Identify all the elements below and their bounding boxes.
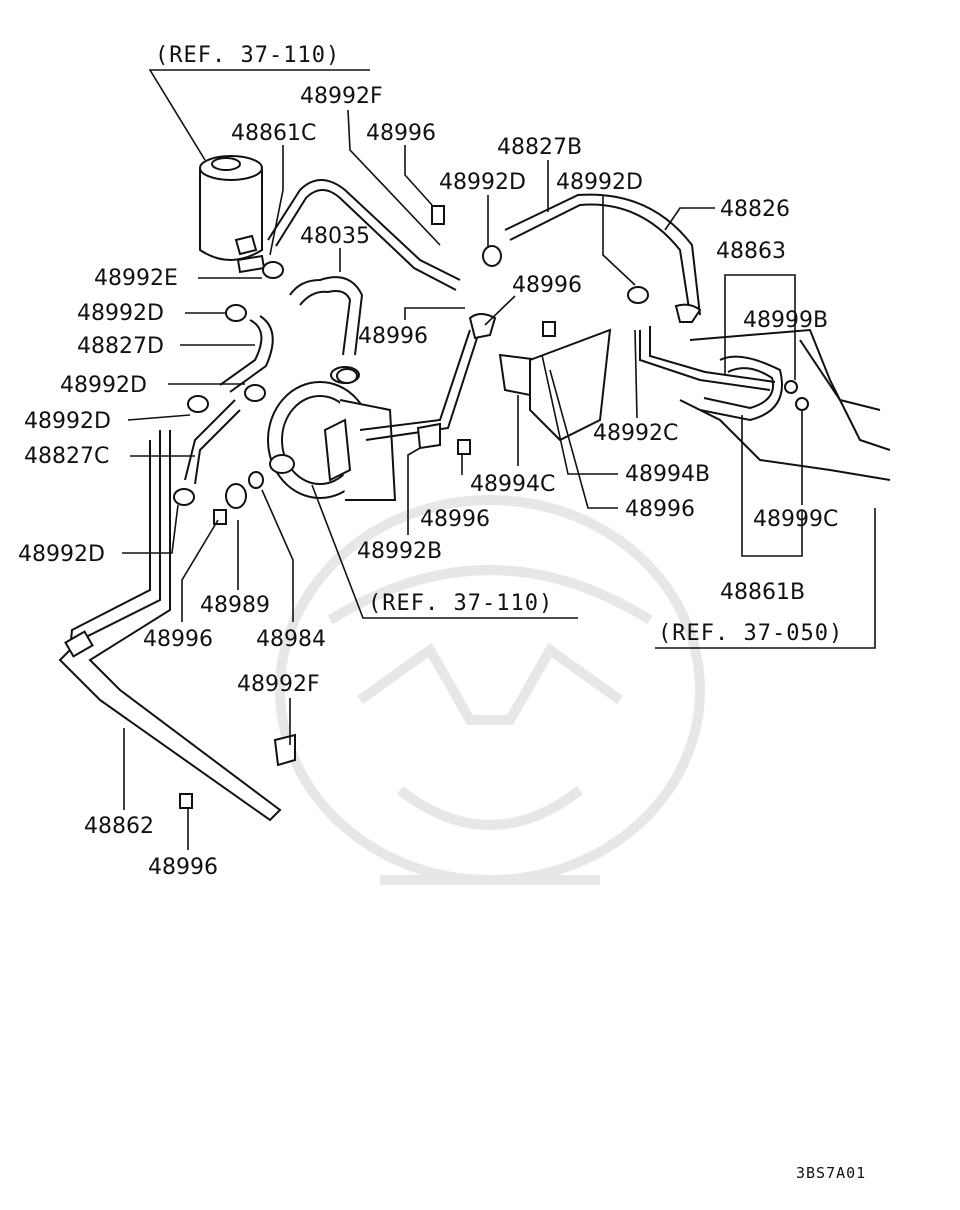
- part-label-48992d-a: 48992D: [439, 170, 526, 195]
- part-label-48999b: 48999B: [743, 308, 828, 333]
- part-label-48861b: 48861B: [720, 580, 805, 605]
- part-label-48862: 48862: [84, 814, 154, 839]
- part-label-48996-e: 48996: [143, 627, 213, 652]
- part-label-48863: 48863: [716, 239, 786, 264]
- part-label-48992f-top: 48992F: [300, 84, 383, 109]
- part-label-48992e: 48992E: [94, 266, 178, 291]
- power-steering-pump: [267, 366, 397, 501]
- part-label-48992f-bot: 48992F: [237, 672, 320, 697]
- part-label-48826: 48826: [720, 197, 790, 222]
- part-label-48996-b: 48996: [358, 324, 428, 349]
- part-label-48992d-c: 48992D: [77, 301, 164, 326]
- part-label-48992d-e: 48992D: [24, 409, 111, 434]
- part-label-48992c: 48992C: [593, 421, 678, 446]
- part-label-48996-mid: 48996: [512, 273, 582, 298]
- part-label-48992d-d: 48992D: [60, 373, 147, 398]
- leader-lines: [122, 69, 876, 850]
- part-label-48996-top: 48996: [366, 121, 436, 146]
- part-label-48996-d: 48996: [420, 507, 490, 532]
- part-label-48989: 48989: [200, 593, 270, 618]
- part-label-48999c: 48999C: [753, 507, 838, 532]
- steering-rack-body: [679, 328, 891, 481]
- clamps: [173, 205, 809, 809]
- hose-lines: [184, 179, 783, 485]
- part-label-48996-bot: 48996: [148, 855, 218, 880]
- part-label-48992b: 48992B: [357, 539, 442, 564]
- return-pipe: [58, 430, 282, 822]
- part-label-48984: 48984: [256, 627, 326, 652]
- watermark-emblem: [275, 495, 705, 885]
- ref-label-37-110-top: (REF. 37-110): [155, 43, 340, 68]
- part-label-48861c: 48861C: [231, 121, 316, 146]
- reservoir-tank: [199, 155, 266, 274]
- part-label-48827d: 48827D: [77, 334, 164, 359]
- ref-label-37-110-mid: (REF. 37-110): [368, 591, 553, 616]
- figure-code: 3BS7A01: [796, 1164, 866, 1182]
- part-label-48827b: 48827B: [497, 135, 582, 160]
- part-label-48992d-f: 48992D: [18, 542, 105, 567]
- part-label-48827c: 48827C: [24, 444, 109, 469]
- part-label-48992d-b: 48992D: [556, 170, 643, 195]
- part-label-48994c: 48994C: [470, 472, 555, 497]
- ref-label-37-050: (REF. 37-050): [658, 621, 843, 646]
- part-label-48996-c: 48996: [625, 497, 695, 522]
- part-label-48035: 48035: [300, 224, 370, 249]
- part-label-48994b: 48994B: [625, 462, 710, 487]
